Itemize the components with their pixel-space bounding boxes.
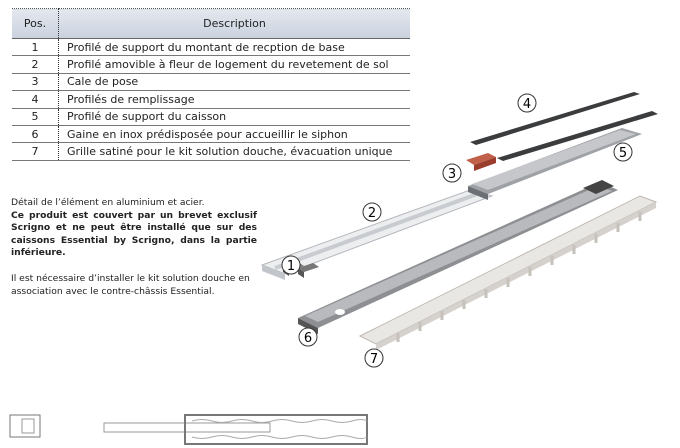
row-pos: 2 bbox=[12, 55, 59, 74]
callout-number: 7 bbox=[370, 352, 378, 367]
row-description: Grille satiné pour le kit solution douch… bbox=[58, 142, 410, 161]
callout-number: 1 bbox=[287, 259, 295, 274]
row-pos: 5 bbox=[12, 108, 59, 126]
callout-number: 4 bbox=[523, 97, 531, 112]
callout-circle bbox=[517, 93, 537, 113]
callout-3: 3 bbox=[442, 163, 462, 183]
part-3-shim bbox=[466, 153, 496, 165]
callout-4: 4 bbox=[517, 93, 537, 113]
row-description: Profilé de support du caisson bbox=[58, 108, 410, 126]
callout-number: 3 bbox=[448, 167, 456, 182]
row-pos: 7 bbox=[12, 142, 59, 161]
callout-1: 1 bbox=[281, 255, 301, 275]
note-install: Il est nécessaire d’installer le kit sol… bbox=[11, 272, 250, 297]
part-6-tray bbox=[298, 180, 618, 334]
note-patent: Ce produit est couvert par un brevet exc… bbox=[11, 209, 257, 259]
row-description: Profilé amovible à fleur de logement du … bbox=[58, 55, 410, 74]
callout-6: 6 bbox=[298, 327, 318, 347]
part-5-support bbox=[468, 128, 642, 200]
callout-circle bbox=[364, 348, 384, 368]
callout-number: 6 bbox=[304, 331, 312, 346]
row-description: Profilé de support du montant de recptio… bbox=[58, 38, 410, 57]
section-drawing bbox=[9, 414, 368, 445]
row-pos: 4 bbox=[12, 90, 59, 109]
callout-7: 7 bbox=[364, 348, 384, 368]
callout-number: 5 bbox=[619, 146, 627, 161]
callout-circle bbox=[298, 327, 318, 347]
row-description: Profilés de remplissage bbox=[58, 90, 410, 109]
row-pos: 3 bbox=[12, 73, 59, 92]
callout-number: 2 bbox=[368, 206, 376, 221]
row-pos: 1 bbox=[12, 38, 59, 57]
callout-circle bbox=[442, 163, 462, 183]
part-4-fillers bbox=[470, 92, 658, 161]
product-note: Détail de l’élément en aluminium et acie… bbox=[11, 197, 257, 298]
header-description: Description bbox=[58, 8, 410, 39]
part-7-grille bbox=[358, 195, 658, 350]
row-pos: 6 bbox=[12, 125, 59, 144]
callout-circle bbox=[613, 142, 633, 162]
row-description: Gaine en inox prédisposée pour accueilli… bbox=[58, 125, 410, 144]
header-pos: Pos. bbox=[12, 8, 59, 39]
note-detail: Détail de l’élément en aluminium et acie… bbox=[11, 197, 205, 208]
callout-circle bbox=[362, 202, 382, 222]
callout-circle bbox=[281, 255, 301, 275]
part-3-shim-side bbox=[474, 157, 496, 171]
row-description: Cale de pose bbox=[58, 73, 410, 92]
callout-5: 5 bbox=[613, 142, 633, 162]
callout-2: 2 bbox=[362, 202, 382, 222]
